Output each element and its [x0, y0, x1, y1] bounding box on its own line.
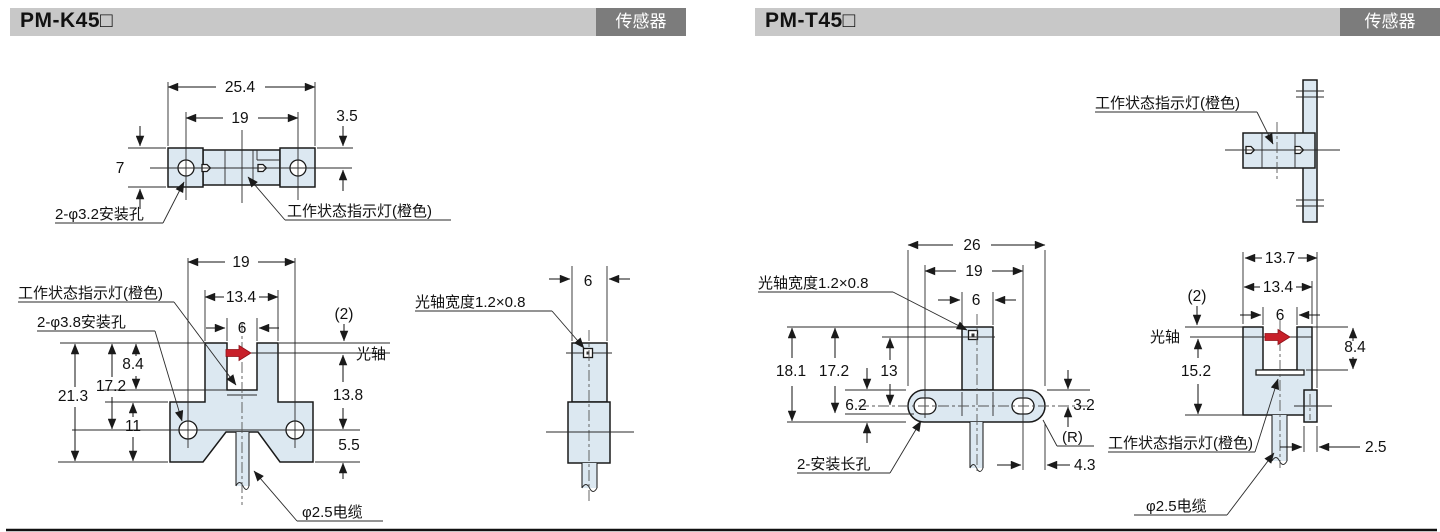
dim-hole-pitch: 19 — [232, 254, 249, 271]
cable — [970, 422, 983, 468]
label-cable: φ2.5电缆 — [1146, 498, 1207, 515]
dim-axis-to-hole: 13.8 — [333, 387, 363, 404]
header-pm-t45: PM-T45□ 传感器 — [755, 8, 1440, 36]
beam-arrow-icon — [1264, 328, 1291, 346]
dim-top-to-hole: 17.2 — [96, 378, 126, 395]
dim-offset: (2) — [1188, 288, 1207, 305]
dim-head-width: 13.4 — [226, 289, 257, 306]
dim-overall-width: 26 — [963, 237, 980, 254]
k45-side-view: 6 光轴宽度1.2×0.8 — [415, 266, 634, 502]
dim-hole-to-bottom: 5.5 — [338, 437, 360, 454]
cable-break — [1271, 457, 1288, 465]
label-mount-holes: 2-φ3.8安装孔 — [37, 314, 126, 331]
dim-base-height: 6.2 — [845, 397, 867, 414]
cable-break — [235, 482, 250, 490]
k45-front-view: 19 13.4 6 (2) 光轴 13.8 5.5 8.4 — [18, 254, 390, 522]
dim-slot-offset: 3.2 — [1073, 397, 1095, 414]
k45-top-body — [202, 149, 281, 186]
dim-radius: (R) — [1062, 429, 1083, 446]
label-indicator: 工作状态指示灯(橙色) — [1108, 435, 1253, 452]
t45-front-stem — [961, 326, 994, 391]
label-axis-width: 光轴宽度1.2×0.8 — [758, 275, 868, 292]
sensor-badge: 传感器 — [596, 8, 686, 36]
dim-hole-pitch: 19 — [231, 110, 248, 127]
model-title-pm-t45: PM-T45□ — [765, 9, 856, 32]
k45-front-body — [169, 342, 314, 463]
dim-slot-width: 6 — [238, 320, 247, 337]
header-pm-k45: PM-K45□ 传感器 — [10, 8, 686, 36]
label-cable: φ2.5电缆 — [302, 504, 363, 521]
model-title-pm-k45: PM-K45□ — [20, 9, 114, 32]
cable-break — [581, 484, 598, 492]
label-mount-slots: 2-安装长孔 — [797, 456, 870, 473]
label-indicator: 工作状态指示灯(橙色) — [18, 285, 163, 302]
cable — [582, 463, 597, 488]
dim-body-width: 13.4 — [1263, 279, 1294, 296]
label-indicator: 工作状态指示灯(橙色) — [1095, 95, 1240, 112]
dim-slot-width: 6 — [1276, 307, 1285, 324]
dim-edge-to-center: 3.5 — [336, 108, 358, 125]
t45-front-view: 26 19 6 18.1 17.2 13 6.2 — [758, 237, 1096, 474]
k45-top-view: 25.4 19 3.5 7 2-φ3.2安装孔 工作状态指示灯(橙色) — [55, 79, 451, 224]
cable-break — [969, 464, 984, 472]
dim-edge-offset: 4.3 — [1074, 457, 1096, 474]
cable — [236, 432, 249, 486]
t45-top-view: 工作状态指示灯(橙色) — [1095, 79, 1340, 223]
dim-total-height: 21.3 — [58, 388, 88, 405]
dim-overall-width: 25.4 — [225, 79, 256, 96]
dim-slot-depth: 8.4 — [1344, 339, 1366, 356]
dim-base-height: 11 — [125, 418, 141, 435]
t45-side-view: 13.7 13.4 6 (2) 光轴 15.2 8.4 2.5 — [1108, 250, 1387, 516]
dim-axis-height: 13 — [880, 363, 897, 380]
dim-offset: (2) — [335, 306, 354, 323]
label-axis: 光轴 — [356, 346, 386, 363]
dim-slot-pitch: 19 — [965, 263, 982, 280]
dim-stem-width: 6 — [972, 292, 981, 309]
label-mount-holes: 2-φ3.2安装孔 — [55, 206, 144, 223]
label-axis-width: 光轴宽度1.2×0.8 — [415, 294, 525, 311]
beam-arrow-icon — [225, 344, 252, 362]
dim-axis-to-bottom: 15.2 — [1181, 363, 1211, 380]
dim-height-17-2: 17.2 — [819, 363, 849, 380]
dim-total-height: 18.1 — [776, 363, 806, 380]
dim-slot-depth: 8.4 — [122, 356, 144, 373]
cable — [1272, 415, 1287, 461]
dim-width: 6 — [584, 273, 593, 290]
label-indicator: 工作状态指示灯(橙色) — [287, 203, 432, 220]
dim-height: 7 — [116, 160, 125, 177]
sensor-badge: 传感器 — [1340, 8, 1440, 36]
dim-overall-width: 13.7 — [1265, 250, 1295, 267]
label-axis: 光轴 — [1150, 329, 1180, 346]
dim-bar-width: 2.5 — [1365, 439, 1387, 456]
